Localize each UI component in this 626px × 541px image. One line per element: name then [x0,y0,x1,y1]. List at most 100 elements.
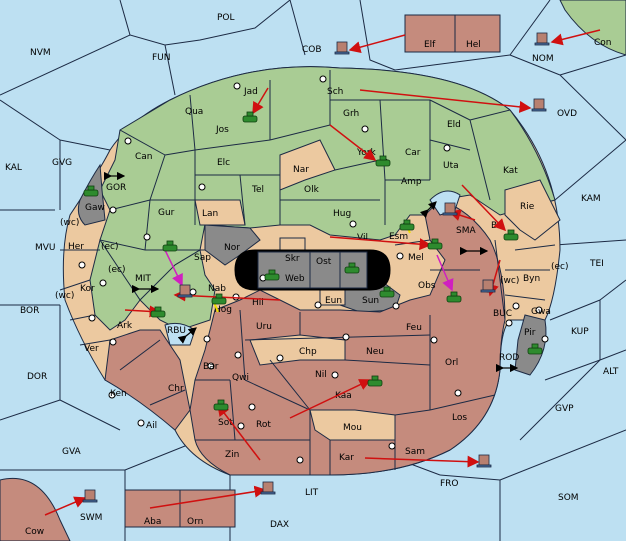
label-bar: Bar [203,362,219,372]
label-eld: Eld [447,120,461,130]
fleet-lit[interactable] [260,481,276,495]
label-car: Car [405,148,421,158]
label-tel: Tel [251,185,264,195]
land-pir-gray[interactable] [514,314,547,376]
label-uta: Uta [443,161,459,171]
fleet-nab[interactable] [177,284,193,298]
label-wc-byn: (wc) [500,276,519,286]
label-som: SOM [558,493,579,503]
fleet-fro[interactable] [476,454,492,468]
fleet-cob[interactable] [334,41,350,55]
fleet-swm[interactable] [82,489,98,503]
fleet-nom[interactable] [534,32,550,46]
army-pir[interactable] [527,343,543,355]
label-her: Her [68,242,84,252]
fleet-units[interactable] [82,32,550,503]
label-kaa: Kaa [335,391,352,401]
army-sot[interactable] [213,399,229,411]
label-rie: Rie [520,202,535,212]
army-obs[interactable] [446,291,462,303]
army-jos[interactable] [242,111,258,123]
army-gaw[interactable] [83,185,99,197]
label-eun: Eun [325,296,342,306]
label-amp: Amp [401,177,422,187]
army-york[interactable] [375,155,391,167]
label-sam: Sam [405,447,425,457]
support-arrows [164,249,454,292]
label-elc: Elc [217,158,230,168]
label-ec-byn: (ec) [551,262,569,272]
label-alt: ALT [603,367,619,377]
land-cow[interactable] [0,477,71,541]
label-sma: SMA [456,226,476,236]
label-obs: Obs [418,281,436,291]
label-nvm: NVM [30,48,51,58]
label-olk: Olk [304,185,320,195]
label-sch: Sch [327,87,343,97]
army-units[interactable] [83,111,543,411]
land-rie[interactable] [504,179,561,241]
label-sun: Sun [362,296,379,306]
army-sap[interactable] [162,240,178,252]
label-bor: BOR [20,306,39,316]
label-byn: Byn [523,274,540,284]
land-kor-ark[interactable] [89,238,141,331]
label-cow: Cow [25,527,44,537]
label-nom: NOM [532,54,554,64]
land-elf-hel[interactable] [404,14,501,53]
land-ken[interactable] [104,329,191,431]
region-north [99,66,556,301]
label-kup: KUP [571,327,589,337]
fleet-ovd[interactable] [531,98,547,112]
label-rot: Rot [256,420,271,430]
label-aba: Aba [144,517,161,527]
label-con: Con [594,38,612,48]
label-fro: FRO [440,479,459,489]
label-rbu: RBU [167,326,186,336]
label-nil: Nil [315,370,327,380]
army-bri[interactable] [503,229,519,241]
label-dax: DAX [270,520,289,530]
label-zin: Zin [225,450,239,460]
army-ark[interactable] [150,306,166,318]
label-hil: Hil [252,298,264,308]
army-kaa[interactable] [367,375,383,387]
label-pol: POL [217,13,235,23]
label-tei: TEI [589,259,604,269]
army-mel[interactable] [427,238,443,250]
label-dor: DOR [27,372,47,382]
army-web[interactable] [264,269,280,281]
label-uru: Uru [256,322,272,332]
label-elf: Elf [424,40,436,50]
label-swm: SWM [80,513,102,523]
army-esm[interactable] [399,219,415,231]
army-ost[interactable] [344,262,360,274]
label-web: Web [285,274,305,284]
label-ver: Ver [84,344,99,354]
label-can: Can [135,152,153,162]
label-los: Los [452,413,467,423]
label-kor: Kor [80,284,95,294]
label-mel: Mel [408,253,424,263]
label-ost: Ost [316,257,332,267]
label-feu: Feu [406,323,422,333]
fleet-sma[interactable] [442,202,458,216]
army-hil[interactable] [211,293,227,305]
adjacency-arrows [103,171,519,373]
label-ail: Ail [146,421,157,431]
label-hel: Hel [466,40,481,50]
label-qwi: Qwi [232,373,249,383]
label-rod: ROD [499,353,519,363]
label-kam: KAM [581,194,601,204]
label-buc: BUC [493,309,512,319]
label-kat: Kat [503,166,518,176]
label-ark: Ark [117,321,133,331]
label-wc-kor: (wc) [55,291,74,301]
army-sun[interactable] [379,286,395,298]
internal-borders [59,70,556,475]
fleet-buc[interactable] [480,279,496,293]
label-ec-her: (ec) [101,242,119,252]
label-mou: Mou [343,423,362,433]
label-pir: Pir [524,328,536,338]
label-mit: MIT [135,274,151,284]
